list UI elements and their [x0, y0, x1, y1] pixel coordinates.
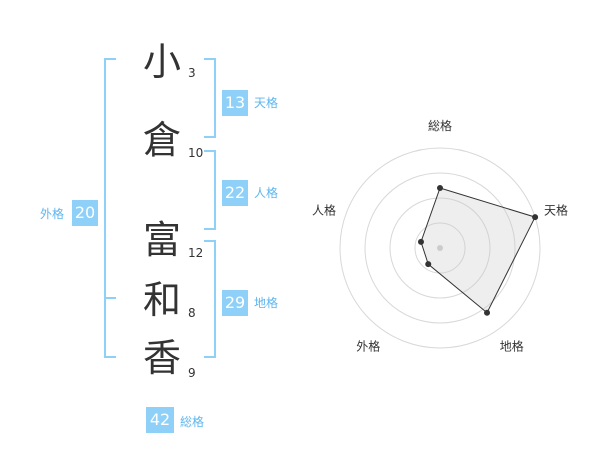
stroke-count-1: 3: [188, 66, 196, 80]
radar-ring-4: [339, 147, 541, 349]
stroke-count-2: 10: [188, 146, 204, 160]
name-char-4: 和: [142, 278, 181, 322]
stroke-count-5: 9: [188, 366, 196, 380]
radar-point-4: [425, 261, 432, 268]
chikaku-badge: 29: [222, 290, 248, 316]
radar-axis-label-4: 外格: [356, 339, 380, 354]
stroke-count-4: 8: [188, 306, 196, 320]
tenkaku-bracket: [204, 58, 216, 138]
tenkaku-badge: 13: [222, 90, 248, 116]
jinkaku-label: 人格: [254, 186, 279, 200]
soukaku-label: 総格: [180, 415, 205, 429]
gaikaku-bracket-tick: [104, 297, 116, 299]
radar-point-3: [484, 309, 491, 316]
chikaku-label: 地格: [254, 296, 279, 310]
chikaku-bracket: [204, 240, 216, 358]
tenkaku-label: 天格: [254, 96, 279, 110]
name-char-2: 倉: [142, 118, 181, 162]
jinkaku-bracket: [204, 150, 216, 230]
gaikaku-badge: 20: [72, 200, 98, 226]
radar-axis-label-2: 天格: [544, 202, 568, 217]
jinkaku-badge: 22: [222, 180, 248, 206]
radar-point-5: [417, 238, 424, 245]
name-char-1: 小: [142, 40, 181, 84]
name-char-3: 富: [142, 218, 181, 262]
radar-axis-label-3: 地格: [500, 339, 524, 354]
radar-point-1: [437, 185, 443, 191]
radar-polygon: [420, 187, 536, 314]
radar-axis-label-5: 人格: [312, 202, 336, 217]
gaikaku-label: 外格: [40, 207, 65, 221]
radar-ring-1: [414, 222, 466, 274]
radar-center-dot: [437, 245, 443, 251]
name-char-5: 香: [142, 336, 181, 380]
radar-point-2: [532, 214, 539, 221]
stroke-count-3: 12: [188, 246, 204, 260]
radar-axis-label-1: 総格: [428, 118, 452, 133]
gaikaku-bracket: [104, 58, 116, 358]
radar-ring-2: [389, 197, 491, 299]
radar-ring-3: [364, 172, 516, 324]
soukaku-badge: 42: [146, 407, 174, 433]
